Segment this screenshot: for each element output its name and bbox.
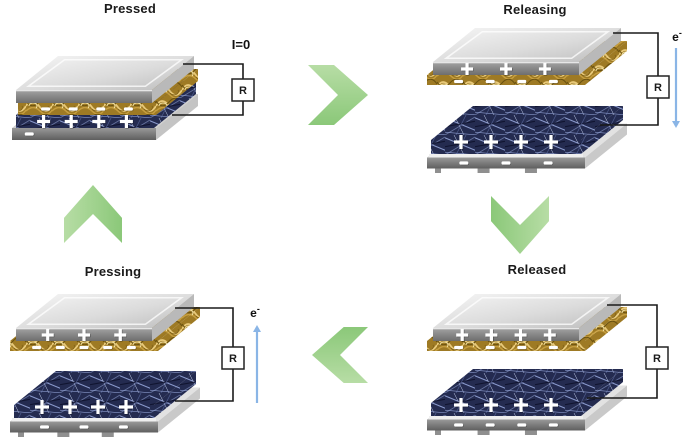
charge-symbols	[454, 423, 559, 428]
charge-symbols	[456, 329, 557, 342]
flow-arrow-right-icon	[308, 65, 368, 125]
charge-symbols	[459, 161, 554, 166]
electron-flow-label: e-	[250, 304, 260, 320]
resistor-box	[231, 78, 255, 102]
charge-symbols	[32, 345, 137, 350]
resistor-label: R	[654, 82, 662, 94]
resistor-box	[221, 346, 245, 370]
flow-arrow-left-icon	[312, 327, 368, 383]
charge-symbols	[37, 115, 134, 129]
charge-symbols	[454, 398, 559, 413]
charge-symbols	[40, 425, 129, 430]
charge-symbols	[454, 345, 559, 350]
circuit: Re-	[600, 28, 682, 128]
charge-symbols	[454, 79, 559, 84]
blue-fiber-layer	[431, 369, 623, 416]
charge-symbols	[454, 135, 559, 150]
blue-fiber-layer	[14, 371, 196, 418]
current-label: I=0	[232, 37, 250, 52]
top-electrode	[16, 56, 194, 103]
resistor-label: R	[653, 353, 661, 365]
resistor-box	[645, 346, 669, 370]
state-title-releasing: Releasing	[503, 2, 567, 17]
charge-symbols	[24, 132, 35, 137]
charge-symbols	[41, 107, 134, 112]
charge-symbols	[35, 400, 134, 415]
device-pressed-diagram: R I=0	[12, 37, 255, 140]
flow-arrow-down-icon	[491, 196, 549, 254]
device-released-diagram: R	[427, 294, 669, 435]
electron-flow-arrow	[253, 325, 261, 403]
circuit: Re-	[175, 304, 261, 403]
resistor-label: R	[239, 85, 247, 97]
circuit: R I=0	[172, 37, 255, 116]
circuit: R	[587, 304, 669, 399]
charge-symbols	[461, 63, 552, 76]
state-title-pressed: Pressed	[104, 1, 156, 16]
charge-symbols	[41, 329, 127, 342]
electron-flow-arrow	[672, 48, 680, 128]
resistor-label: R	[229, 353, 237, 365]
flow-arrow-up-icon	[64, 185, 122, 243]
state-title-pressing: Pressing	[84, 264, 142, 279]
state-title-released: Released	[507, 262, 567, 277]
device-pressing-diagram: Re-	[10, 294, 261, 437]
electron-flow-label: e-	[672, 28, 682, 44]
device-releasing-diagram: Re-	[427, 28, 682, 173]
blue-fiber-layer	[431, 106, 623, 154]
resistor-box	[646, 75, 670, 99]
